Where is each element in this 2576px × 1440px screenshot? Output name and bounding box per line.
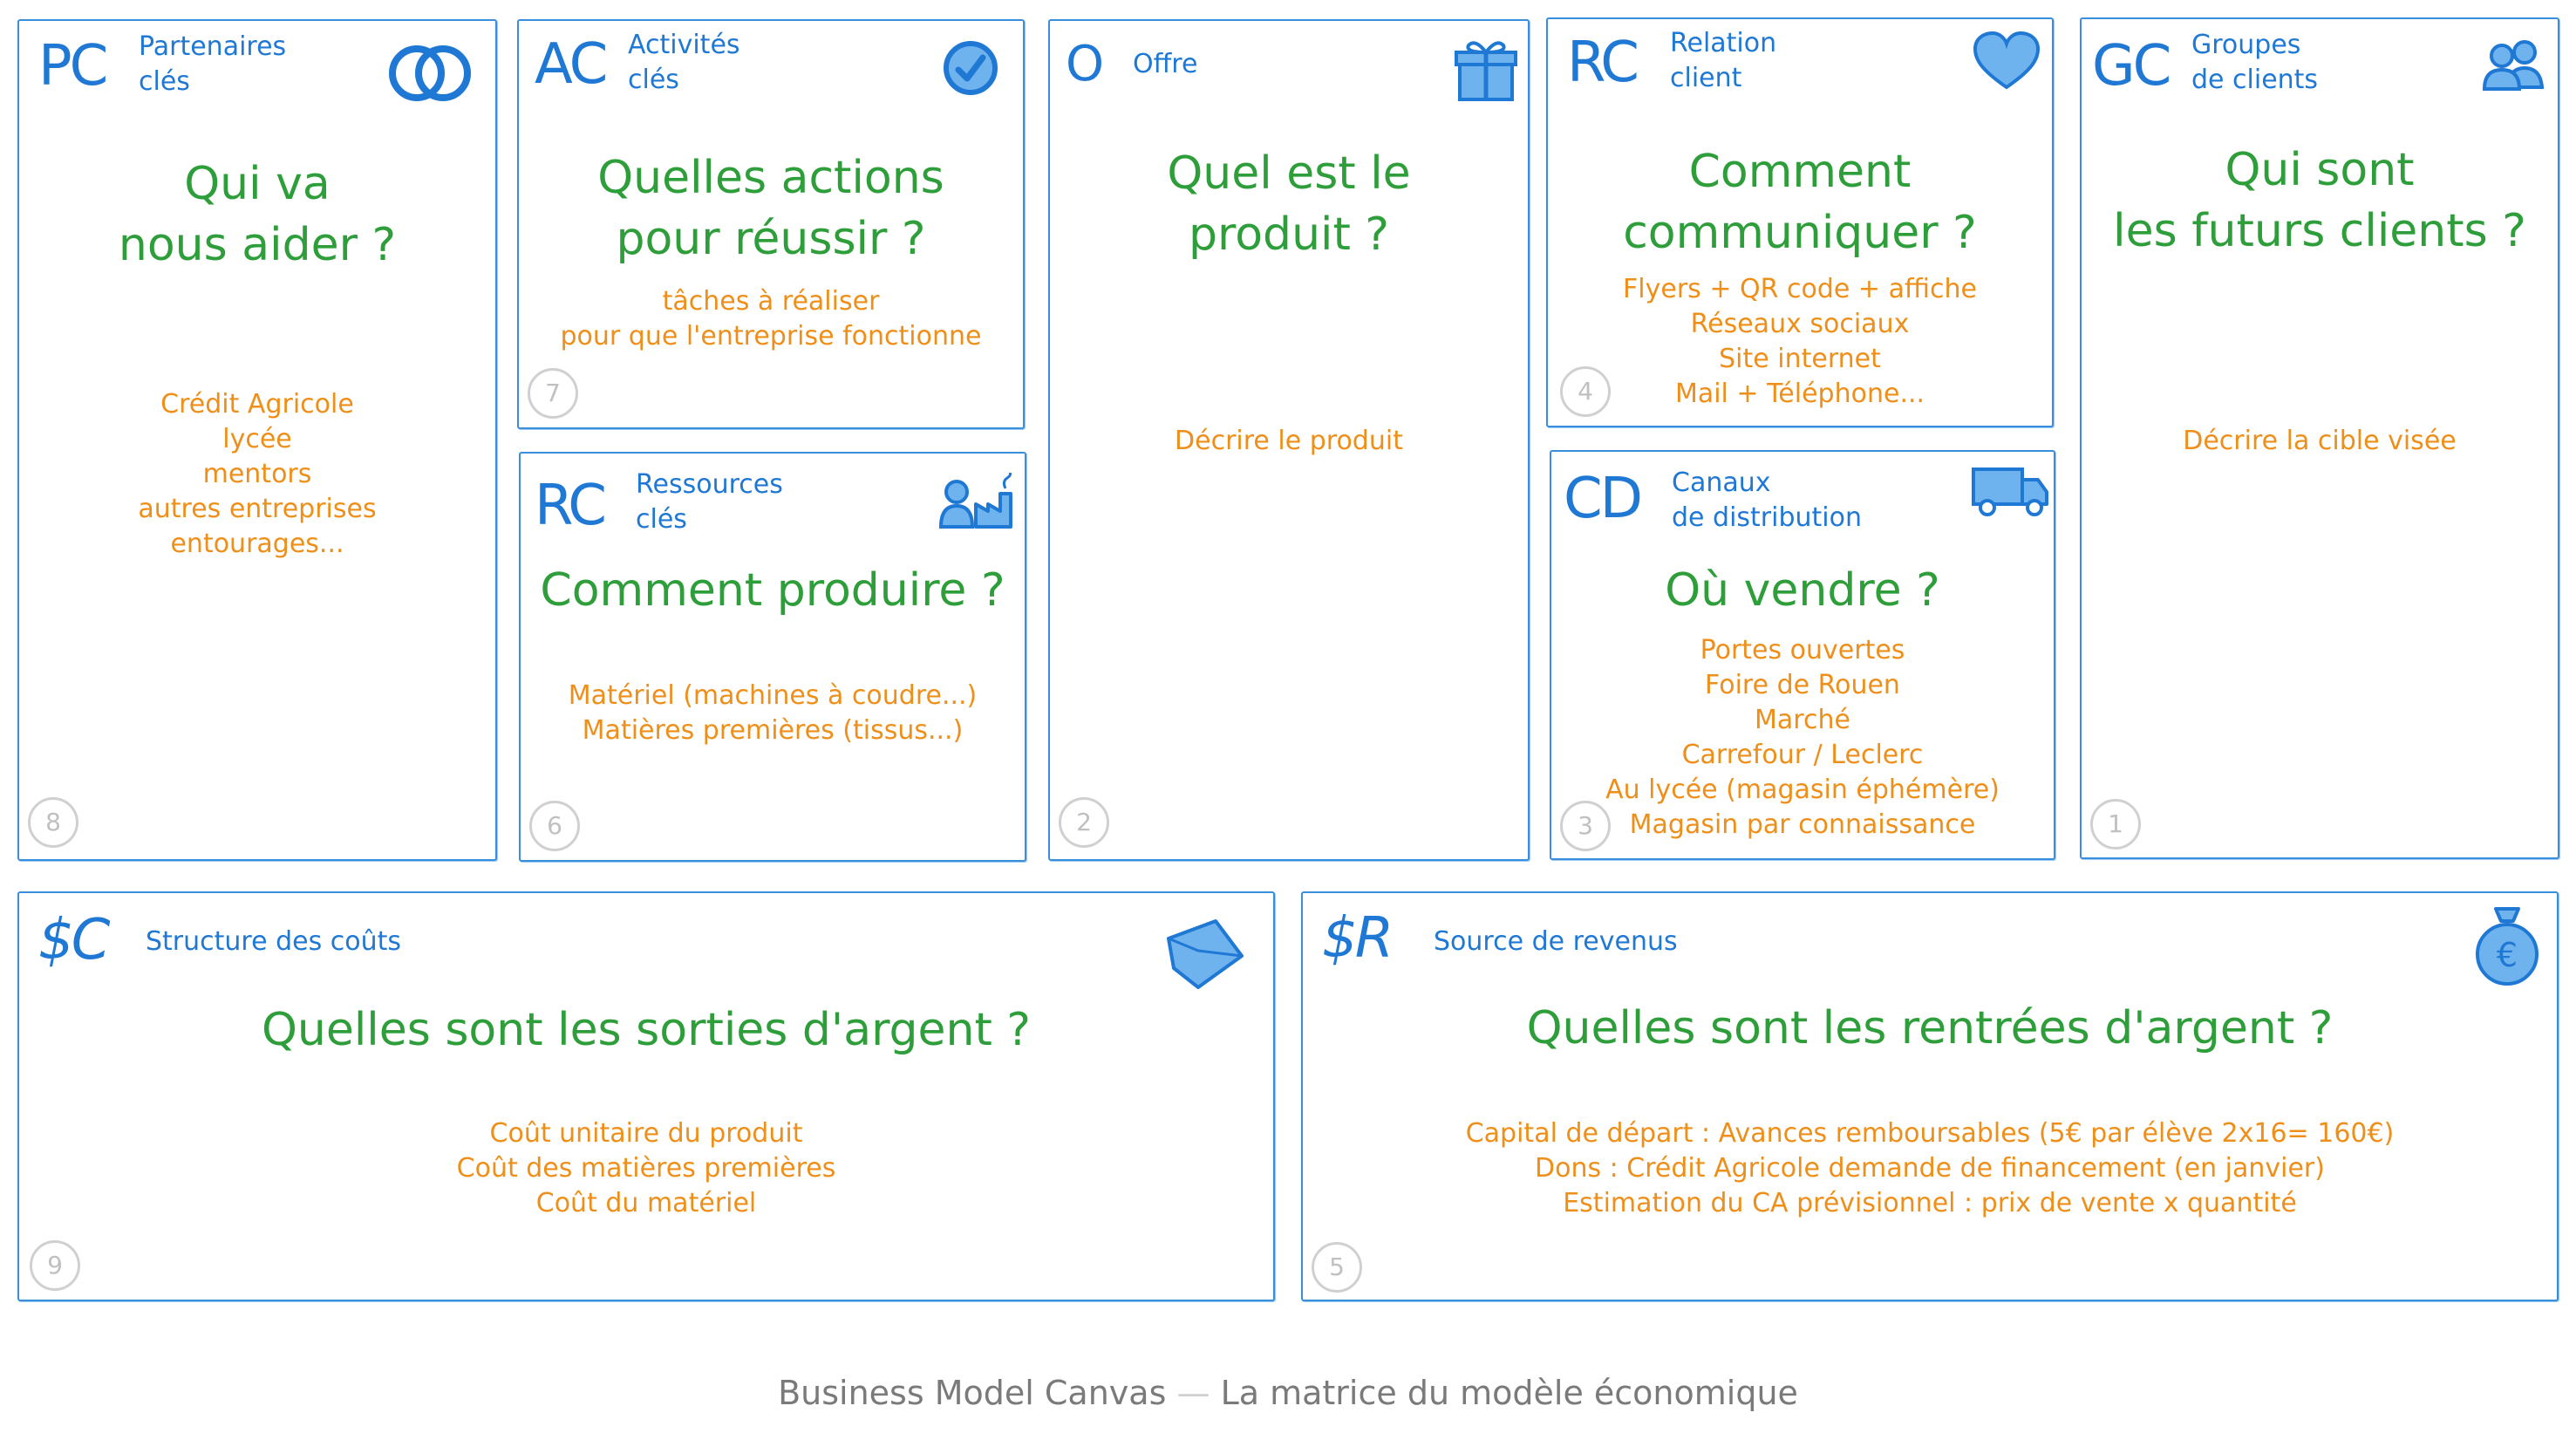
step-number-badge: 4 — [1560, 366, 1611, 417]
block-abbreviation: CD — [1564, 467, 1643, 531]
block-abbreviation: GC — [2092, 34, 2171, 99]
block-structure-couts: $C Structure des coûts Quelles sont les … — [17, 891, 1275, 1301]
truck-icon — [1972, 467, 2048, 516]
gift-icon — [1455, 41, 1517, 101]
heart-icon — [1973, 31, 2041, 90]
block-details: Matériel (machines à coudre...)Matières … — [568, 680, 978, 746]
canvas-caption: Business Model Canvas — La matrice du mo… — [0, 1371, 2576, 1415]
block-question: Où vendre ? — [1665, 564, 1940, 617]
rings-icon — [389, 45, 471, 101]
step-number-badge: 7 — [528, 368, 578, 419]
block-title: Structure des coûts — [146, 926, 402, 957]
caption-separator: — — [1176, 1374, 1210, 1412]
block-source-revenus: $R Source de revenus € Quelles sont les … — [1301, 891, 2559, 1301]
users-icon — [2482, 40, 2545, 91]
step-number-badge: 5 — [1312, 1242, 1362, 1293]
block-details: Décrire la cible visée — [2183, 426, 2457, 456]
check-circle-icon — [944, 41, 998, 95]
step-number-badge: 1 — [2090, 799, 2141, 850]
caption-title: Business Model Canvas — [778, 1374, 1167, 1412]
money-bag-euro-icon: € — [2476, 907, 2539, 986]
block-question: Comment produire ? — [540, 564, 1005, 617]
block-abbreviation: O — [1066, 36, 1104, 92]
step-number-badge: 6 — [529, 801, 580, 851]
step-number-badge: 2 — [1059, 797, 1109, 848]
block-title: Offre — [1133, 49, 1198, 79]
step-number-badge: 9 — [30, 1240, 80, 1291]
block-abbreviation: $C — [38, 908, 110, 973]
svg-text:€: € — [2497, 936, 2518, 974]
block-abbreviation: $R — [1322, 906, 1394, 971]
block-title: Source de revenus — [1434, 926, 1678, 957]
block-question: Quelles sont les rentrées d'argent ? — [1526, 1002, 2334, 1054]
price-tag-icon — [1167, 919, 1244, 989]
worker-factory-icon — [938, 473, 1012, 529]
block-details: Décrire le produit — [1175, 426, 1403, 456]
step-number-badge: 8 — [28, 797, 78, 848]
block-question: Quelles sont les sorties d'argent ? — [261, 1004, 1032, 1056]
block-details: Capital de départ : Avances remboursable… — [1465, 1118, 2395, 1218]
block-abbreviation: RC — [1567, 31, 1639, 95]
block-abbreviation: PC — [38, 34, 108, 99]
block-abbreviation: RC — [535, 474, 607, 538]
caption-subtitle: La matrice du modèle économique — [1220, 1374, 1798, 1412]
block-abbreviation: AC — [535, 32, 608, 97]
step-number-badge: 3 — [1560, 801, 1611, 851]
